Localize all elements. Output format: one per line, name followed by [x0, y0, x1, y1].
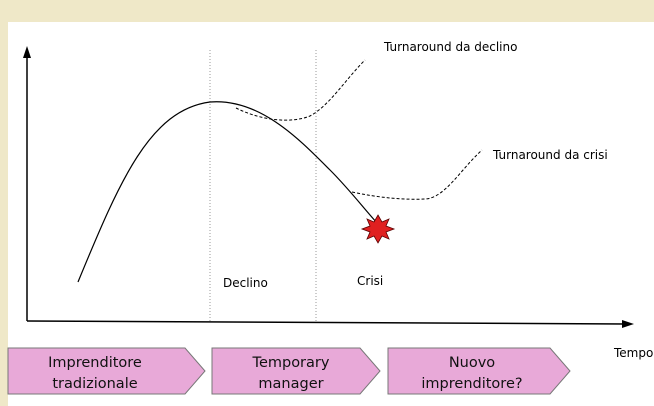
phase-label-line2: tradizionale — [52, 376, 137, 392]
crisis-turnaround-label: Turnaround da crisi — [492, 148, 608, 162]
y-axis-arrowhead — [23, 46, 31, 58]
lifecycle-curve — [77, 101, 379, 283]
x-axis-arrowhead — [622, 320, 634, 328]
phase-arrow-temporary-manager: Temporary manager — [211, 347, 381, 395]
diagram-panel — [8, 22, 654, 406]
x-axis — [26, 320, 627, 325]
phase-arrow-traditional-entrepreneur: Imprenditore tradizionale — [7, 347, 206, 395]
crisis-turnaround-curve — [351, 149, 483, 200]
phase-label-line1: Temporary — [252, 355, 330, 371]
crisis-burst-icon — [360, 214, 396, 244]
decline-turnaround-label: Turnaround da declino — [383, 40, 517, 54]
x-axis-label: Tempo — [613, 346, 653, 360]
phase-label-line2: manager — [258, 376, 323, 392]
decline-zone-label: Declino — [223, 276, 268, 290]
phase-label-line1: Imprenditore — [48, 355, 142, 371]
phase-arrow-new-entrepreneur: Nuovo imprenditore? — [387, 347, 571, 395]
decline-turnaround-curve — [235, 59, 366, 121]
crisis-zone-label: Crisi — [357, 274, 383, 288]
phase-label-line1: Nuovo — [449, 355, 495, 371]
phase-label-line2: imprenditore? — [421, 376, 522, 392]
